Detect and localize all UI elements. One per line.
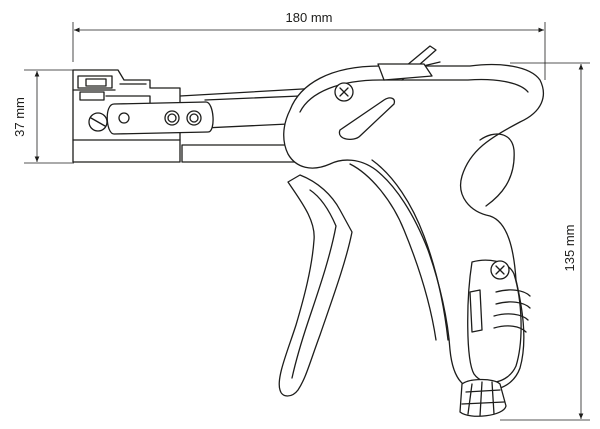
height-label: 135 mm bbox=[562, 225, 577, 272]
head-height-label: 37 mm bbox=[12, 97, 27, 137]
trigger-lever bbox=[278, 174, 353, 397]
front-screw bbox=[88, 112, 108, 132]
tension-knob bbox=[459, 378, 507, 417]
width-dimension: 180 mm bbox=[72, 10, 546, 80]
top-latch bbox=[377, 45, 441, 81]
height-dimension: 135 mm bbox=[500, 62, 590, 421]
top-screw bbox=[334, 82, 354, 102]
width-label: 180 mm bbox=[286, 10, 333, 25]
pivot-pin-2 bbox=[164, 110, 180, 126]
handle-body bbox=[283, 63, 544, 392]
pivot-pin-3 bbox=[186, 110, 202, 126]
grip-ribs bbox=[493, 289, 531, 333]
pivot-pin-1 bbox=[118, 112, 130, 124]
lower-screw bbox=[490, 260, 510, 280]
link-arm bbox=[106, 101, 214, 135]
head-height-dimension: 37 mm bbox=[12, 69, 74, 164]
